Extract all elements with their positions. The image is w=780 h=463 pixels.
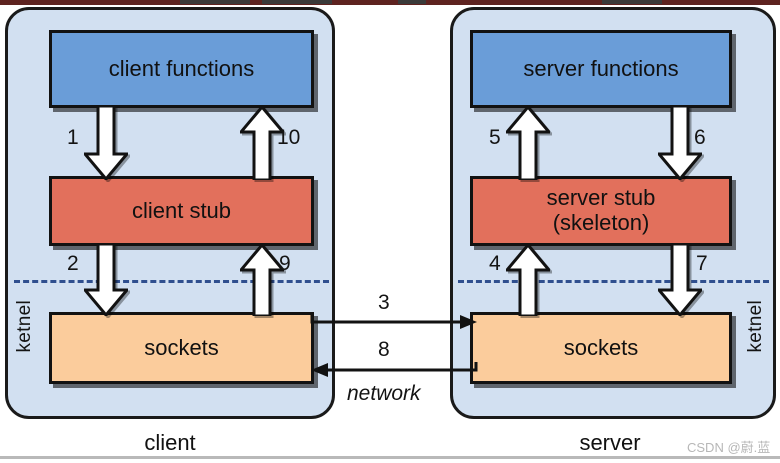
server-functions-box[interactable]: server functions — [470, 30, 732, 108]
arrow-client-step-2 — [84, 244, 128, 316]
top-chrome-notch-d — [602, 0, 662, 4]
network-label: network — [347, 382, 421, 405]
server-sockets-label: sockets — [563, 334, 639, 360]
client-stub-label: client stub — [131, 197, 232, 223]
step-label-1: 1 — [67, 126, 79, 149]
server-stub-label-line2: (skeleton) — [552, 210, 650, 235]
client-stub-box[interactable]: client stub — [49, 176, 314, 246]
arrow-server-step-6 — [658, 106, 702, 180]
top-chrome-strip — [0, 0, 780, 5]
server-stub-label-line1: server stub — [546, 185, 656, 211]
server-kernel-label: ketnel — [745, 300, 766, 353]
arrow-server-step-7 — [658, 244, 702, 316]
bottom-rule-light — [0, 459, 780, 463]
server-caption: server — [579, 430, 641, 455]
client-functions-label: client functions — [108, 55, 255, 81]
step-label-9: 9 — [279, 252, 291, 275]
arrow-server-step-4 — [506, 244, 550, 316]
arrow-client-step-10 — [240, 106, 284, 180]
server-stub-box[interactable]: server stub (skeleton) — [470, 176, 732, 246]
top-chrome-notch-a — [180, 0, 250, 4]
client-kernel-label: ketnel — [14, 300, 35, 353]
network-request-arrow — [310, 312, 478, 330]
step-label-8: 8 — [378, 338, 390, 361]
client-sockets-box[interactable]: sockets — [49, 312, 314, 384]
server-functions-label: server functions — [523, 55, 679, 81]
step-label-2: 2 — [67, 252, 79, 275]
step-label-4: 4 — [489, 252, 501, 275]
bottom-rule — [0, 456, 780, 459]
step-label-5: 5 — [489, 126, 501, 149]
client-kernel-divider — [14, 280, 329, 283]
step-label-6: 6 — [694, 126, 706, 149]
csdn-watermark: CSDN @蔚.蓝 — [687, 440, 771, 455]
step-label-3: 3 — [378, 291, 390, 314]
top-chrome-notch-b — [262, 0, 332, 4]
client-caption: client — [144, 430, 196, 455]
network-reply-arrow — [310, 360, 478, 378]
top-chrome-notch-c — [398, 0, 426, 4]
server-sockets-box[interactable]: sockets — [470, 312, 732, 384]
client-sockets-label: sockets — [144, 334, 219, 360]
client-functions-box[interactable]: client functions — [49, 30, 314, 108]
server-kernel-divider — [458, 280, 769, 283]
arrow-client-step-9 — [240, 244, 284, 316]
step-label-10: 10 — [277, 126, 301, 149]
step-label-7: 7 — [696, 252, 708, 275]
arrow-server-step-5 — [506, 106, 550, 180]
arrow-client-step-1 — [84, 106, 128, 180]
